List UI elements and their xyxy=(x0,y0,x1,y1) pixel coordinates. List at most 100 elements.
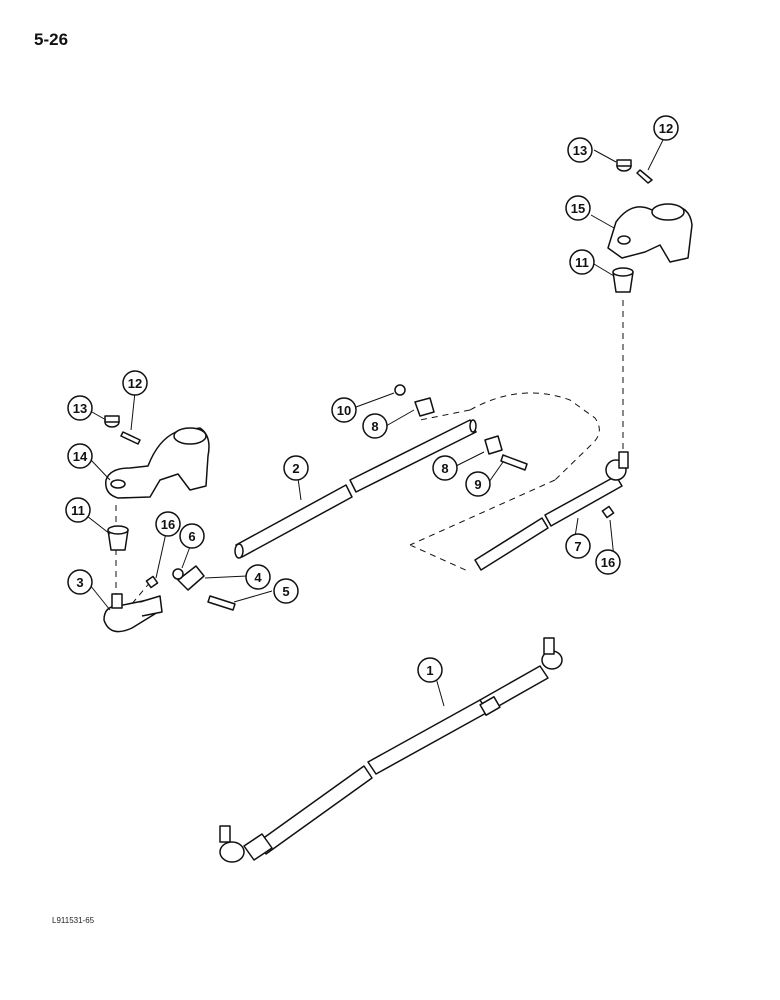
grease-fitting-left xyxy=(145,575,159,589)
callout-4: 4 xyxy=(245,564,271,590)
steering-arm-right xyxy=(607,203,693,263)
leader-12-right xyxy=(647,135,666,171)
callout-label: 4 xyxy=(254,570,262,585)
tie-rod-end-left xyxy=(103,593,163,633)
callout-label: 11 xyxy=(71,503,85,518)
clamp-nut xyxy=(172,568,184,580)
leader-11-right xyxy=(593,263,615,277)
leader-8-lower xyxy=(455,451,485,467)
callout-circle xyxy=(179,523,205,549)
callout-label: 2 xyxy=(292,461,299,476)
page-number: 5-26 xyxy=(34,30,69,49)
callout-circle xyxy=(283,455,309,481)
callout-16: 16 xyxy=(155,511,181,537)
callout-label: 7 xyxy=(574,539,581,554)
callout-label: 8 xyxy=(441,461,448,476)
clamp xyxy=(177,565,205,591)
callout-label: 14 xyxy=(73,449,88,464)
leader-8-upper xyxy=(385,409,415,427)
callout-8: 8 xyxy=(432,455,458,481)
cross-tube xyxy=(234,419,477,559)
callout-label: 10 xyxy=(337,403,351,418)
grease-fitting-right xyxy=(601,505,615,519)
callout-11: 11 xyxy=(65,497,91,523)
callout-circle xyxy=(595,549,621,575)
callout-2: 2 xyxy=(283,455,309,481)
callout-14: 14 xyxy=(67,443,93,469)
callout-5: 5 xyxy=(273,578,299,604)
callout-circle xyxy=(67,443,93,469)
leader-11-left xyxy=(86,515,111,535)
assembly-guide-stud xyxy=(124,579,153,613)
leader-12-left xyxy=(130,391,136,431)
callout-circle xyxy=(67,395,93,421)
leader-3 xyxy=(89,584,111,611)
callout-16: 16 xyxy=(595,549,621,575)
callout-label: 6 xyxy=(188,529,195,544)
callout-circle xyxy=(155,511,181,537)
clamp-bolt xyxy=(207,595,236,611)
leader-14 xyxy=(90,459,111,481)
figure-reference: L911531-65 xyxy=(52,916,95,925)
callout-label: 16 xyxy=(601,555,615,570)
callout-11: 11 xyxy=(569,249,595,275)
callout-label: 15 xyxy=(571,201,585,216)
leader-5 xyxy=(233,590,273,603)
callout-circle xyxy=(569,249,595,275)
callout-circle xyxy=(331,397,357,423)
callout-label: 9 xyxy=(474,477,481,492)
assembly-guide-loop xyxy=(409,392,600,573)
callout-15: 15 xyxy=(565,195,591,221)
bushing-right xyxy=(612,267,634,293)
callout-label: 12 xyxy=(659,121,673,136)
callout-circle xyxy=(432,455,458,481)
callout-6: 6 xyxy=(179,523,205,549)
leader-10 xyxy=(355,392,395,408)
clamp-bolt-lower xyxy=(500,454,528,471)
callout-9: 9 xyxy=(465,471,491,497)
callout-3: 3 xyxy=(67,569,93,595)
nut-upper xyxy=(394,384,406,396)
callout-13: 13 xyxy=(67,395,93,421)
callout-label: 13 xyxy=(73,401,87,416)
callout-label: 16 xyxy=(161,517,175,532)
callout-circle xyxy=(362,413,388,439)
callout-12: 12 xyxy=(653,115,679,141)
callout-circle xyxy=(65,497,91,523)
callout-label: 13 xyxy=(573,143,587,158)
leader-13-right xyxy=(593,149,617,163)
callout-12: 12 xyxy=(122,370,148,396)
castle-nut-right xyxy=(616,159,632,172)
callout-label: 1 xyxy=(426,663,433,678)
callout-circle xyxy=(465,471,491,497)
steering-arm-left xyxy=(105,427,210,499)
callout-circle xyxy=(273,578,299,604)
cotter-pin-left xyxy=(120,431,141,445)
callout-8: 8 xyxy=(362,413,388,439)
callout-13: 13 xyxy=(567,137,593,163)
callout-label: 3 xyxy=(76,575,83,590)
leader-15 xyxy=(590,214,615,229)
leader-4 xyxy=(204,575,248,579)
tie-rod-tube-right xyxy=(474,451,629,571)
clamp-upper xyxy=(414,397,435,417)
callout-circle xyxy=(417,657,443,683)
callout-circle xyxy=(122,370,148,396)
callout-circle xyxy=(653,115,679,141)
callout-circle xyxy=(245,564,271,590)
bushing-left xyxy=(107,525,129,551)
leader-13-left xyxy=(91,411,107,421)
callout-label: 12 xyxy=(128,376,142,391)
callout-circle xyxy=(565,533,591,559)
callout-7: 7 xyxy=(565,533,591,559)
callout-circle xyxy=(567,137,593,163)
cotter-pin-right xyxy=(636,169,653,184)
callout-circle xyxy=(565,195,591,221)
castle-nut-left xyxy=(104,415,120,428)
clamp-lower xyxy=(484,435,503,455)
callout-label: 11 xyxy=(575,255,589,270)
callout-circle xyxy=(67,569,93,595)
callout-label: 5 xyxy=(282,584,289,599)
tie-rod-assembly xyxy=(219,637,563,863)
